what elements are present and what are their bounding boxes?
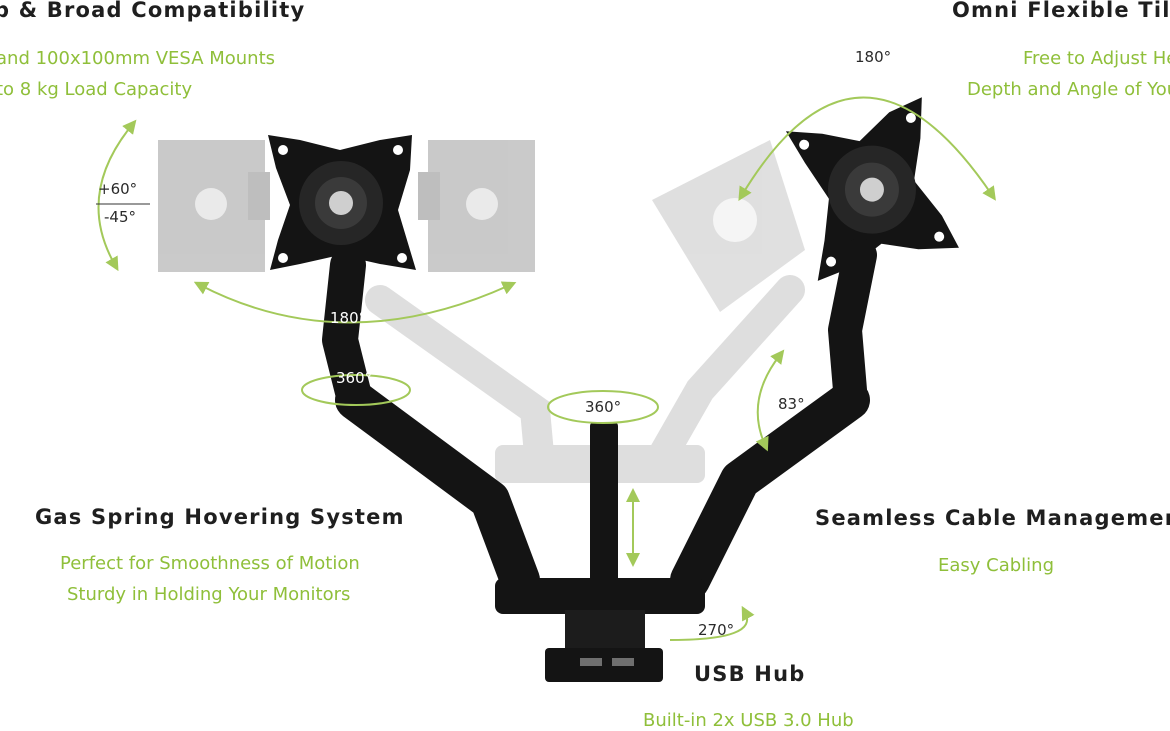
cable-line-1: Easy Cabling [938, 555, 1055, 576]
base-rotation-arrow [669, 605, 755, 641]
pole-rotate-label: 360° [585, 398, 621, 416]
right-arm-lift-label: 83° [778, 395, 805, 413]
right-rotation-label: 180° [855, 48, 891, 66]
gas-spring-heading: Gas Spring Hovering System [35, 505, 405, 529]
tilt-line-1: Free to Adjust He [1023, 48, 1170, 69]
compatibility-line-2: to 8 kg Load Capacity [0, 79, 193, 100]
tilt-down-label: -45° [104, 208, 136, 226]
right-arm [670, 238, 877, 600]
swivel-left-label: 180° [330, 309, 366, 327]
usb-heading: USB Hub [694, 662, 806, 686]
compatibility-heading: p & Broad Compatibility [0, 0, 306, 22]
motion-indicators [96, 96, 996, 641]
pole-rotation [547, 390, 659, 424]
left-vesa-plate [268, 135, 416, 270]
left-joint-rotation [301, 374, 411, 406]
gas-spring-line-2: Sturdy in Holding Your Monitors [67, 584, 351, 605]
left-joint-label: 360° [336, 369, 372, 387]
right-arm-lift-arrow [755, 349, 785, 452]
ghost-plate-left [158, 140, 270, 272]
ghost-plate-tilted [652, 140, 805, 312]
tilt-up-label: +60° [98, 180, 137, 198]
tilt-arrow [97, 119, 137, 272]
tilt-line-2: Depth and Angle of You [967, 79, 1170, 100]
cable-heading: Seamless Cable Management [815, 506, 1170, 530]
swivel-arrow [193, 281, 517, 324]
tilt-heading: Omni Flexible Tilt [952, 0, 1170, 22]
usb-line-1: Built-in 2x USB 3.0 Hub [643, 710, 854, 731]
base-rotate-label: 270° [698, 621, 734, 639]
right-rotation-arrow [738, 96, 996, 201]
gas-spring-line-1: Perfect for Smoothness of Motion [60, 553, 360, 574]
usb-ports [580, 658, 634, 666]
pole-and-clamp [495, 422, 705, 682]
ghost-plate-right [418, 140, 535, 272]
compatibility-line-1: and 100x100mm VESA Mounts [0, 48, 276, 69]
